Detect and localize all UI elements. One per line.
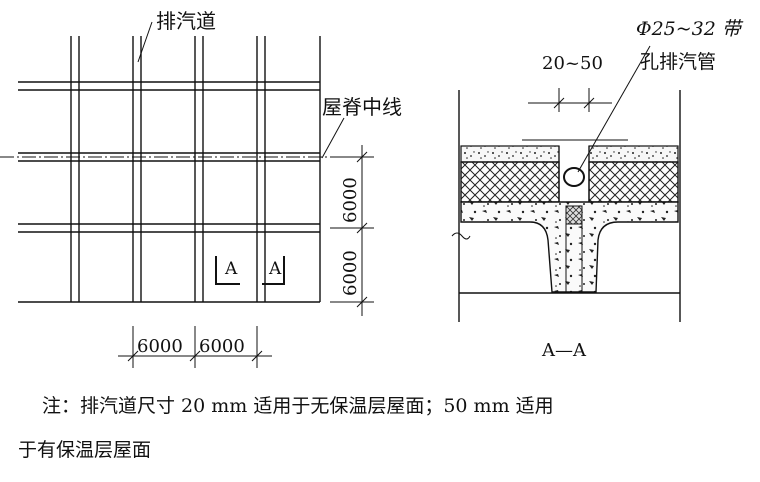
pipe-leader xyxy=(577,45,651,173)
section-title: A—A xyxy=(541,340,587,361)
gap-dim-label: 20~50 xyxy=(542,53,603,74)
vent-label: 排汽道 xyxy=(156,9,216,33)
vent-leader xyxy=(137,21,153,63)
horizontal-dimension xyxy=(118,326,272,368)
section-cut-marks xyxy=(215,256,285,285)
vent-pipe xyxy=(563,167,585,187)
ridge-leader xyxy=(321,117,345,159)
plan-grid xyxy=(18,36,321,303)
section-mark-left: A xyxy=(224,259,238,279)
section-mark-right: A xyxy=(268,259,282,279)
concrete-slab-beam xyxy=(460,201,679,293)
dim-x2: 6000 xyxy=(199,336,245,357)
protective-layer-right xyxy=(588,145,679,163)
dim-x1: 6000 xyxy=(137,336,183,357)
dim-y2: 6000 xyxy=(340,250,361,296)
gap-dimension xyxy=(522,88,628,141)
note-line-1: 注：排汽道尺寸 20 mm 适用于无保温层屋面；50 mm 适用 xyxy=(42,395,554,417)
vertical-dimension xyxy=(330,145,374,316)
pipe-label-line1: Φ25~32 带 xyxy=(636,18,744,40)
insulation-layer-left xyxy=(460,161,560,203)
pipe-label-line2: 孔排汽管 xyxy=(640,51,716,73)
section-walls xyxy=(458,90,681,322)
vent-joint-filler xyxy=(565,205,583,225)
insulation-layer-right xyxy=(588,161,679,203)
ridge-label: 屋脊中线 xyxy=(322,95,402,119)
dim-y1: 6000 xyxy=(340,177,361,223)
protective-layer-left xyxy=(460,145,560,163)
note-line-2: 于有保温层屋面 xyxy=(18,439,152,461)
